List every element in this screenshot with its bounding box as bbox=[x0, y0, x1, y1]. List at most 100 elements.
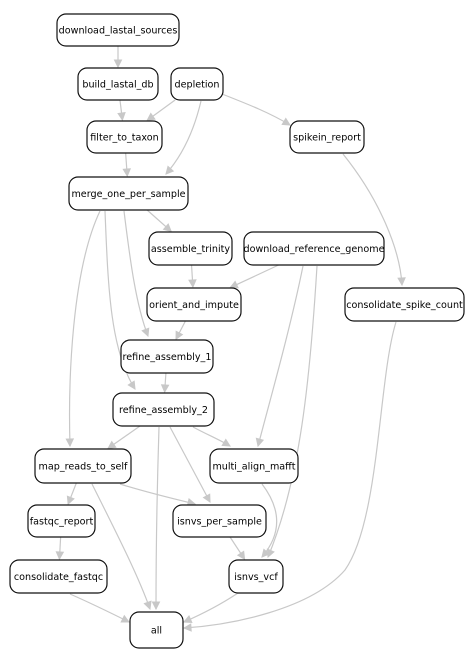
node-orient-and-impute[interactable]: orient_and_impute bbox=[146, 287, 242, 322]
edge-map_reads_to_self-to-fastqc_report bbox=[66, 482, 77, 506]
node-label: refine_assembly_2 bbox=[119, 405, 208, 416]
node-box[interactable] bbox=[228, 559, 284, 594]
node-box[interactable] bbox=[34, 448, 132, 484]
node-label: depletion bbox=[174, 80, 219, 91]
edge-map_reads_to_self-to-all bbox=[91, 483, 152, 611]
node-download-reference-genome[interactable]: download_reference_genome bbox=[243, 231, 385, 266]
edge-arrowhead bbox=[160, 384, 170, 394]
node-box[interactable] bbox=[243, 231, 385, 266]
node-label: consolidate_spike_count bbox=[346, 300, 463, 311]
edge-arrowhead bbox=[143, 600, 152, 611]
node-box[interactable] bbox=[56, 13, 180, 47]
node-box[interactable] bbox=[77, 67, 159, 101]
node-label: build_lastal_db bbox=[82, 80, 153, 91]
node-box[interactable] bbox=[148, 231, 233, 266]
node-box[interactable] bbox=[120, 339, 214, 374]
node-box[interactable] bbox=[344, 287, 465, 322]
edge-line bbox=[91, 483, 151, 610]
node-label: spikein_report bbox=[293, 133, 361, 144]
edge-build_lastal_db-to-filter_to_taxon bbox=[117, 99, 126, 122]
node-box[interactable] bbox=[289, 120, 365, 154]
node-refine-assembly-2[interactable]: refine_assembly_2 bbox=[112, 392, 215, 427]
edge-multi_align_mafft-to-isnvs_vcf bbox=[261, 483, 278, 558]
node-depletion[interactable]: depletion bbox=[170, 67, 224, 101]
edge-arrowhead bbox=[221, 438, 231, 447]
node-label: isnvs_vcf bbox=[234, 572, 278, 583]
edge-consolidate_fastqc-to-all bbox=[69, 593, 130, 623]
edge-arrowhead bbox=[120, 614, 130, 623]
edge-line bbox=[261, 483, 278, 558]
edge-arrowhead bbox=[229, 280, 239, 289]
edge-line bbox=[123, 210, 149, 337]
edge-arrowhead bbox=[151, 601, 161, 611]
edge-arrowhead bbox=[162, 223, 172, 233]
node-label: refine_assembly_1 bbox=[123, 352, 212, 363]
node-all[interactable]: all bbox=[129, 611, 184, 649]
node-build-lastal-db[interactable]: build_lastal_db bbox=[77, 67, 159, 101]
node-download-lastal-sources[interactable]: download_lastal_sources bbox=[56, 13, 180, 47]
edge-refine_assembly_2-to-isnvs_per_sample bbox=[169, 426, 211, 503]
node-label: download_lastal_sources bbox=[59, 26, 178, 37]
edge-download_lastal_sources-to-build_lastal_db bbox=[113, 46, 123, 69]
edge-arrowhead bbox=[165, 165, 175, 175]
node-merge-one-per-sample[interactable]: merge_one_per_sample bbox=[68, 176, 189, 211]
node-box[interactable] bbox=[129, 611, 184, 649]
node-box[interactable] bbox=[172, 504, 267, 538]
edge-line bbox=[230, 264, 279, 289]
edge-spikein_report-to-consolidate_spike_count bbox=[342, 153, 406, 287]
node-label: orient_and_impute bbox=[149, 300, 239, 311]
node-box[interactable] bbox=[27, 504, 96, 538]
edge-line bbox=[165, 100, 202, 175]
edge-map_reads_to_self-to-isnvs_per_sample bbox=[119, 483, 197, 507]
node-consolidate-fastqc[interactable]: consolidate_fastqc bbox=[9, 559, 108, 594]
edge-line bbox=[257, 265, 304, 447]
node-box[interactable] bbox=[146, 287, 242, 322]
edge-arrowhead bbox=[397, 277, 406, 287]
node-label: merge_one_per_sample bbox=[71, 189, 185, 200]
node-fastqc-report[interactable]: fastqc_report bbox=[27, 504, 96, 538]
edge-arrowhead bbox=[65, 438, 75, 448]
edge-arrowhead bbox=[55, 551, 65, 561]
node-consolidate-spike-count[interactable]: consolidate_spike_count bbox=[344, 287, 465, 322]
node-box[interactable] bbox=[209, 448, 299, 484]
node-label: map_reads_to_self bbox=[39, 462, 129, 473]
edge-depletion-to-merge_one_per_sample bbox=[165, 100, 202, 175]
edge-isnvs_per_sample-to-isnvs_vcf bbox=[229, 536, 246, 561]
node-isnvs-per-sample[interactable]: isnvs_per_sample bbox=[172, 504, 267, 538]
edge-arrowhead bbox=[117, 112, 126, 122]
edge-assemble_trinity-to-orient_and_impute bbox=[188, 264, 197, 289]
node-map-reads-to-self[interactable]: map_reads_to_self bbox=[34, 448, 132, 484]
node-spikein-report[interactable]: spikein_report bbox=[289, 120, 365, 154]
edge-orient_and_impute-to-refine_assembly_1 bbox=[175, 320, 186, 341]
edge-arrowhead bbox=[122, 168, 132, 178]
node-box[interactable] bbox=[9, 559, 108, 594]
edge-line bbox=[183, 321, 397, 629]
node-multi-align-mafft[interactable]: multi_align_mafft bbox=[209, 448, 299, 484]
node-box[interactable] bbox=[112, 392, 215, 427]
edge-download_reference_genome-to-multi_align_mafft bbox=[255, 265, 304, 448]
edge-depletion-to-filter_to_taxon bbox=[146, 99, 176, 122]
node-box[interactable] bbox=[170, 67, 224, 101]
edge-filter_to_taxon-to-merge_one_per_sample bbox=[122, 152, 132, 178]
node-box[interactable] bbox=[86, 120, 163, 154]
node-label: isnvs_per_sample bbox=[177, 517, 262, 528]
edge-isnvs_vcf-to-all bbox=[182, 592, 239, 623]
edge-refine_assembly_2-to-map_reads_to_self bbox=[107, 425, 141, 450]
node-filter-to-taxon[interactable]: filter_to_taxon bbox=[86, 120, 163, 154]
node-assemble-trinity[interactable]: assemble_trinity bbox=[148, 231, 233, 266]
edge-line bbox=[342, 153, 403, 286]
edge-line bbox=[221, 93, 291, 126]
node-refine-assembly-1[interactable]: refine_assembly_1 bbox=[120, 339, 214, 374]
node-isnvs-vcf[interactable]: isnvs_vcf bbox=[228, 559, 284, 594]
edge-line bbox=[183, 592, 239, 623]
node-label: consolidate_fastqc bbox=[14, 572, 103, 583]
edge-arrowhead bbox=[182, 615, 193, 623]
node-box[interactable] bbox=[68, 176, 189, 211]
edge-merge_one_per_sample-to-assemble_trinity bbox=[146, 209, 172, 233]
edge-arrowhead bbox=[113, 59, 123, 69]
edge-line bbox=[68, 210, 101, 447]
edge-arrowhead bbox=[281, 117, 291, 126]
edge-download_reference_genome-to-orient_and_impute bbox=[229, 264, 279, 289]
edge-consolidate_spike_count-to-all bbox=[182, 321, 397, 632]
